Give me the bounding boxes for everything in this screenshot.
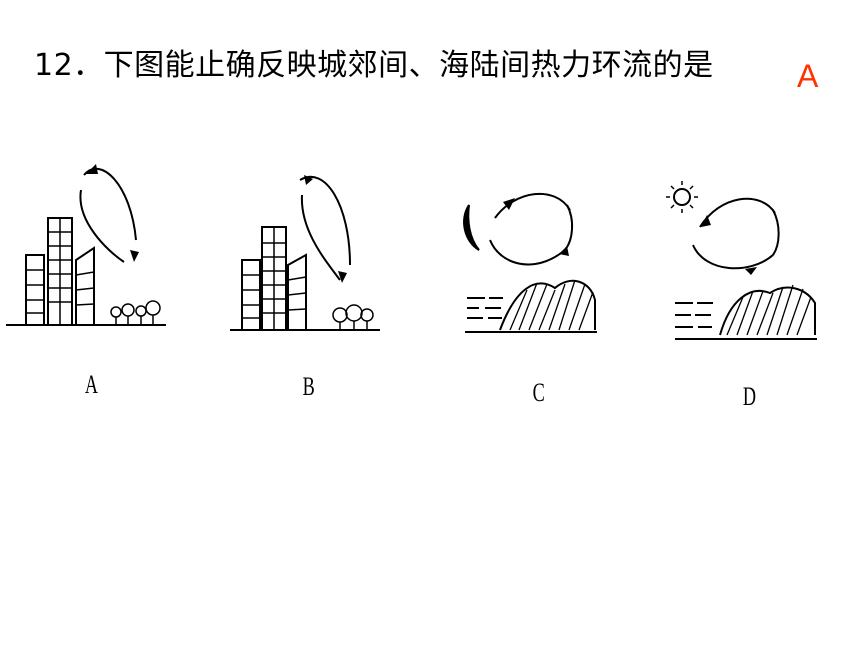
- answer-mark: A: [797, 58, 819, 94]
- option-b-label: B: [302, 372, 315, 401]
- option-d-diagram: [665, 175, 825, 345]
- sea-land-circulation-d-illustration: [666, 181, 817, 340]
- option-c-label: C: [532, 378, 545, 407]
- option-c-diagram: [455, 180, 605, 340]
- option-d-label: D: [742, 382, 756, 411]
- option-b-diagram: [230, 165, 390, 340]
- option-a-diagram: [6, 150, 176, 340]
- question-text: 12．下图能止确反映城郊间、海陆间热力环流的是: [34, 48, 714, 83]
- option-a-label: A: [84, 370, 98, 399]
- city-circulation-b-illustration: [230, 175, 380, 331]
- sea-land-circulation-c-illustration: [463, 192, 597, 333]
- city-circulation-a-illustration: [6, 164, 166, 326]
